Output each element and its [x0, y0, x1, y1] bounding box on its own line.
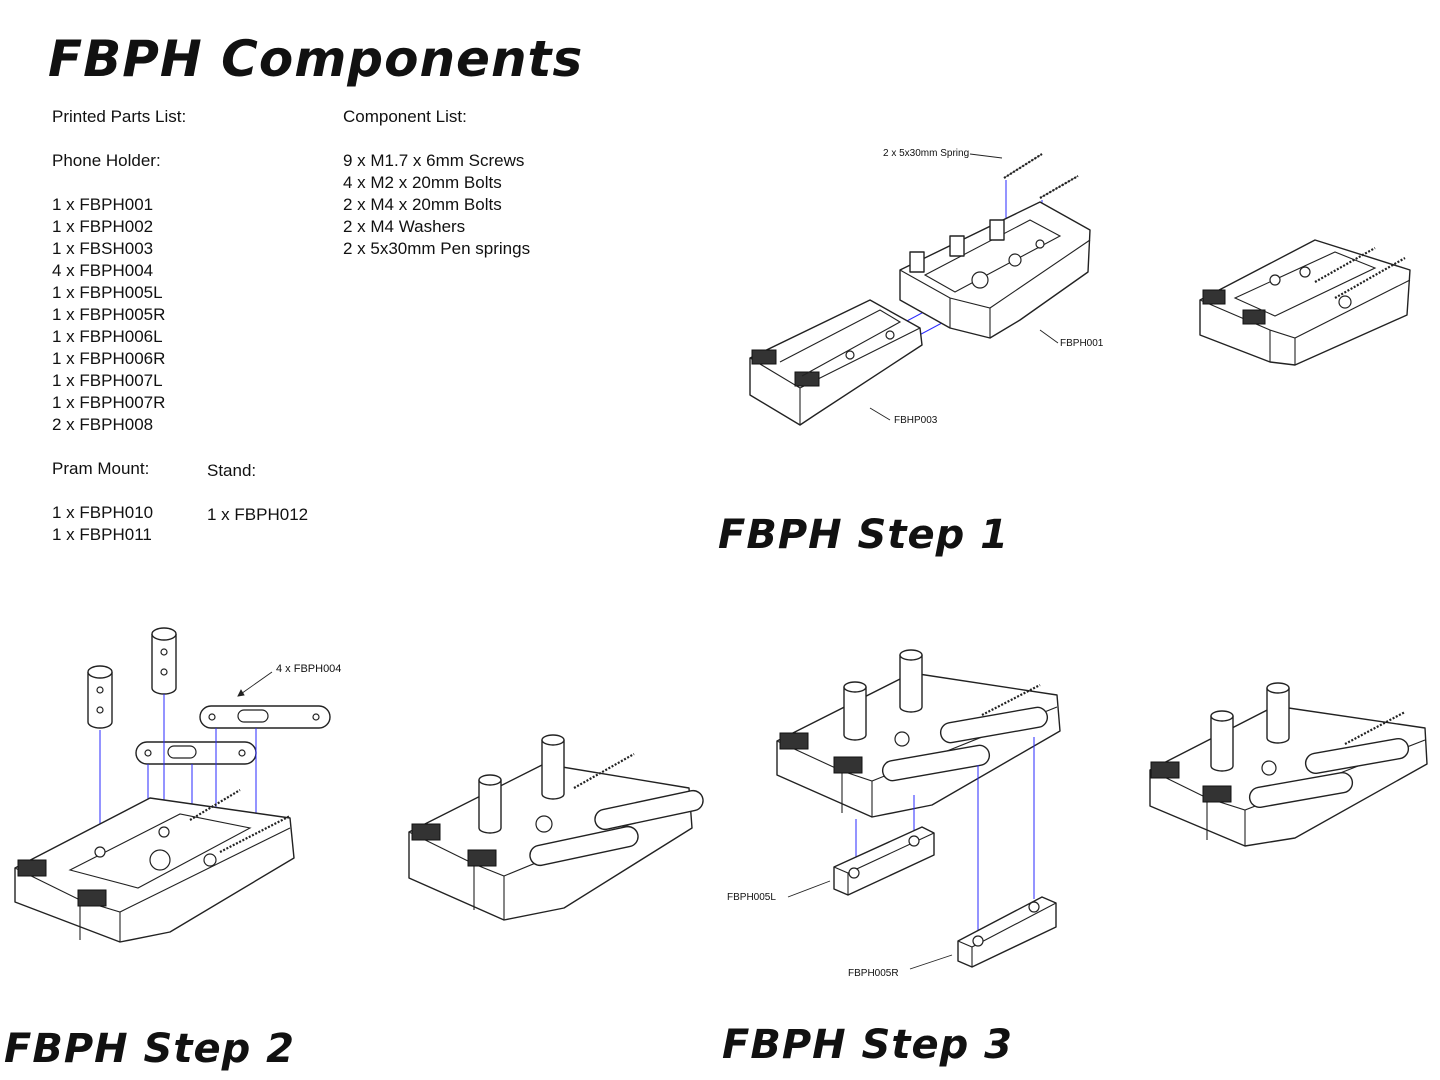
component-list-heading: Component List: [343, 107, 467, 126]
list-item: 1 x FBPH005L [52, 283, 163, 302]
stand-heading: Stand: [207, 461, 257, 480]
printed-parts-heading: Printed Parts List: [52, 107, 187, 126]
stand-list: Stand: 1 x FBPH012 [207, 460, 308, 548]
list-item: 1 x FBPH006R [52, 349, 166, 368]
post-part [87, 665, 113, 729]
left-rail-part [833, 826, 935, 896]
spring-callout: 2 x 5x30mm Spring [883, 148, 970, 159]
step2-exploded-drawing [14, 627, 331, 943]
list-item: 1 x FBPH010 [52, 503, 154, 522]
right-rail-part [957, 896, 1057, 968]
post-part [151, 627, 177, 695]
clamp-part [749, 299, 923, 426]
list-item: 1 x FBPH012 [207, 505, 309, 524]
list-item: 4 x M2 x 20mm Bolts [343, 173, 502, 192]
list-item: 1 x FBSH003 [52, 239, 154, 258]
link-part [135, 741, 257, 765]
step3-assembled-drawing [1149, 682, 1428, 847]
link-part [199, 705, 331, 729]
right-rail-callout: FBPH005R [848, 968, 899, 979]
base-part [14, 789, 295, 943]
step3-exploded-drawing [776, 649, 1061, 970]
list-item: 1 x FBPH005R [52, 305, 166, 324]
link-callout: 4 x FBPH004 [276, 663, 342, 675]
list-item: 1 x FBPH007R [52, 393, 166, 412]
list-item: 9 x M1.7 x 6mm Screws [343, 151, 525, 170]
base-callout: FBPH001 [1060, 338, 1104, 349]
list-item: 2 x M4 x 20mm Bolts [343, 195, 502, 214]
clamp-callout: FBHP003 [894, 415, 938, 426]
assembly-part [776, 649, 1061, 818]
step2-assembled-drawing [408, 734, 704, 921]
list-item: 4 x FBPH004 [52, 261, 154, 280]
list-item: 1 x FBPH007L [52, 371, 163, 390]
spring-icon [1003, 153, 1079, 199]
left-rail-callout: FBPH005L [727, 892, 776, 903]
step3-title: FBPH Step 3 [722, 1022, 1013, 1068]
phone-holder-heading: Phone Holder: [52, 151, 161, 170]
list-item: 2 x 5x30mm Pen springs [343, 239, 531, 258]
list-item: 1 x FBPH001 [52, 195, 154, 214]
step2-title: FBPH Step 2 [4, 1026, 295, 1072]
printed-parts-list: Printed Parts List: Phone Holder: 1 x FB… [52, 106, 186, 568]
list-item: 2 x FBPH008 [52, 415, 154, 434]
list-item: 1 x FBPH011 [52, 525, 152, 544]
step1-assembled-drawing [1199, 239, 1411, 366]
base-part [899, 201, 1091, 339]
pram-mount-heading: Pram Mount: [52, 459, 150, 478]
step1-exploded-drawing [749, 153, 1091, 426]
list-item: 2 x M4 Washers [343, 217, 466, 236]
page-title: FBPH Components [48, 30, 584, 88]
step1-title: FBPH Step 1 [718, 512, 1009, 558]
component-list: Component List: 9 x M1.7 x 6mm Screws 4 … [343, 106, 530, 282]
list-item: 1 x FBPH006L [52, 327, 163, 346]
list-item: 1 x FBPH002 [52, 217, 154, 236]
